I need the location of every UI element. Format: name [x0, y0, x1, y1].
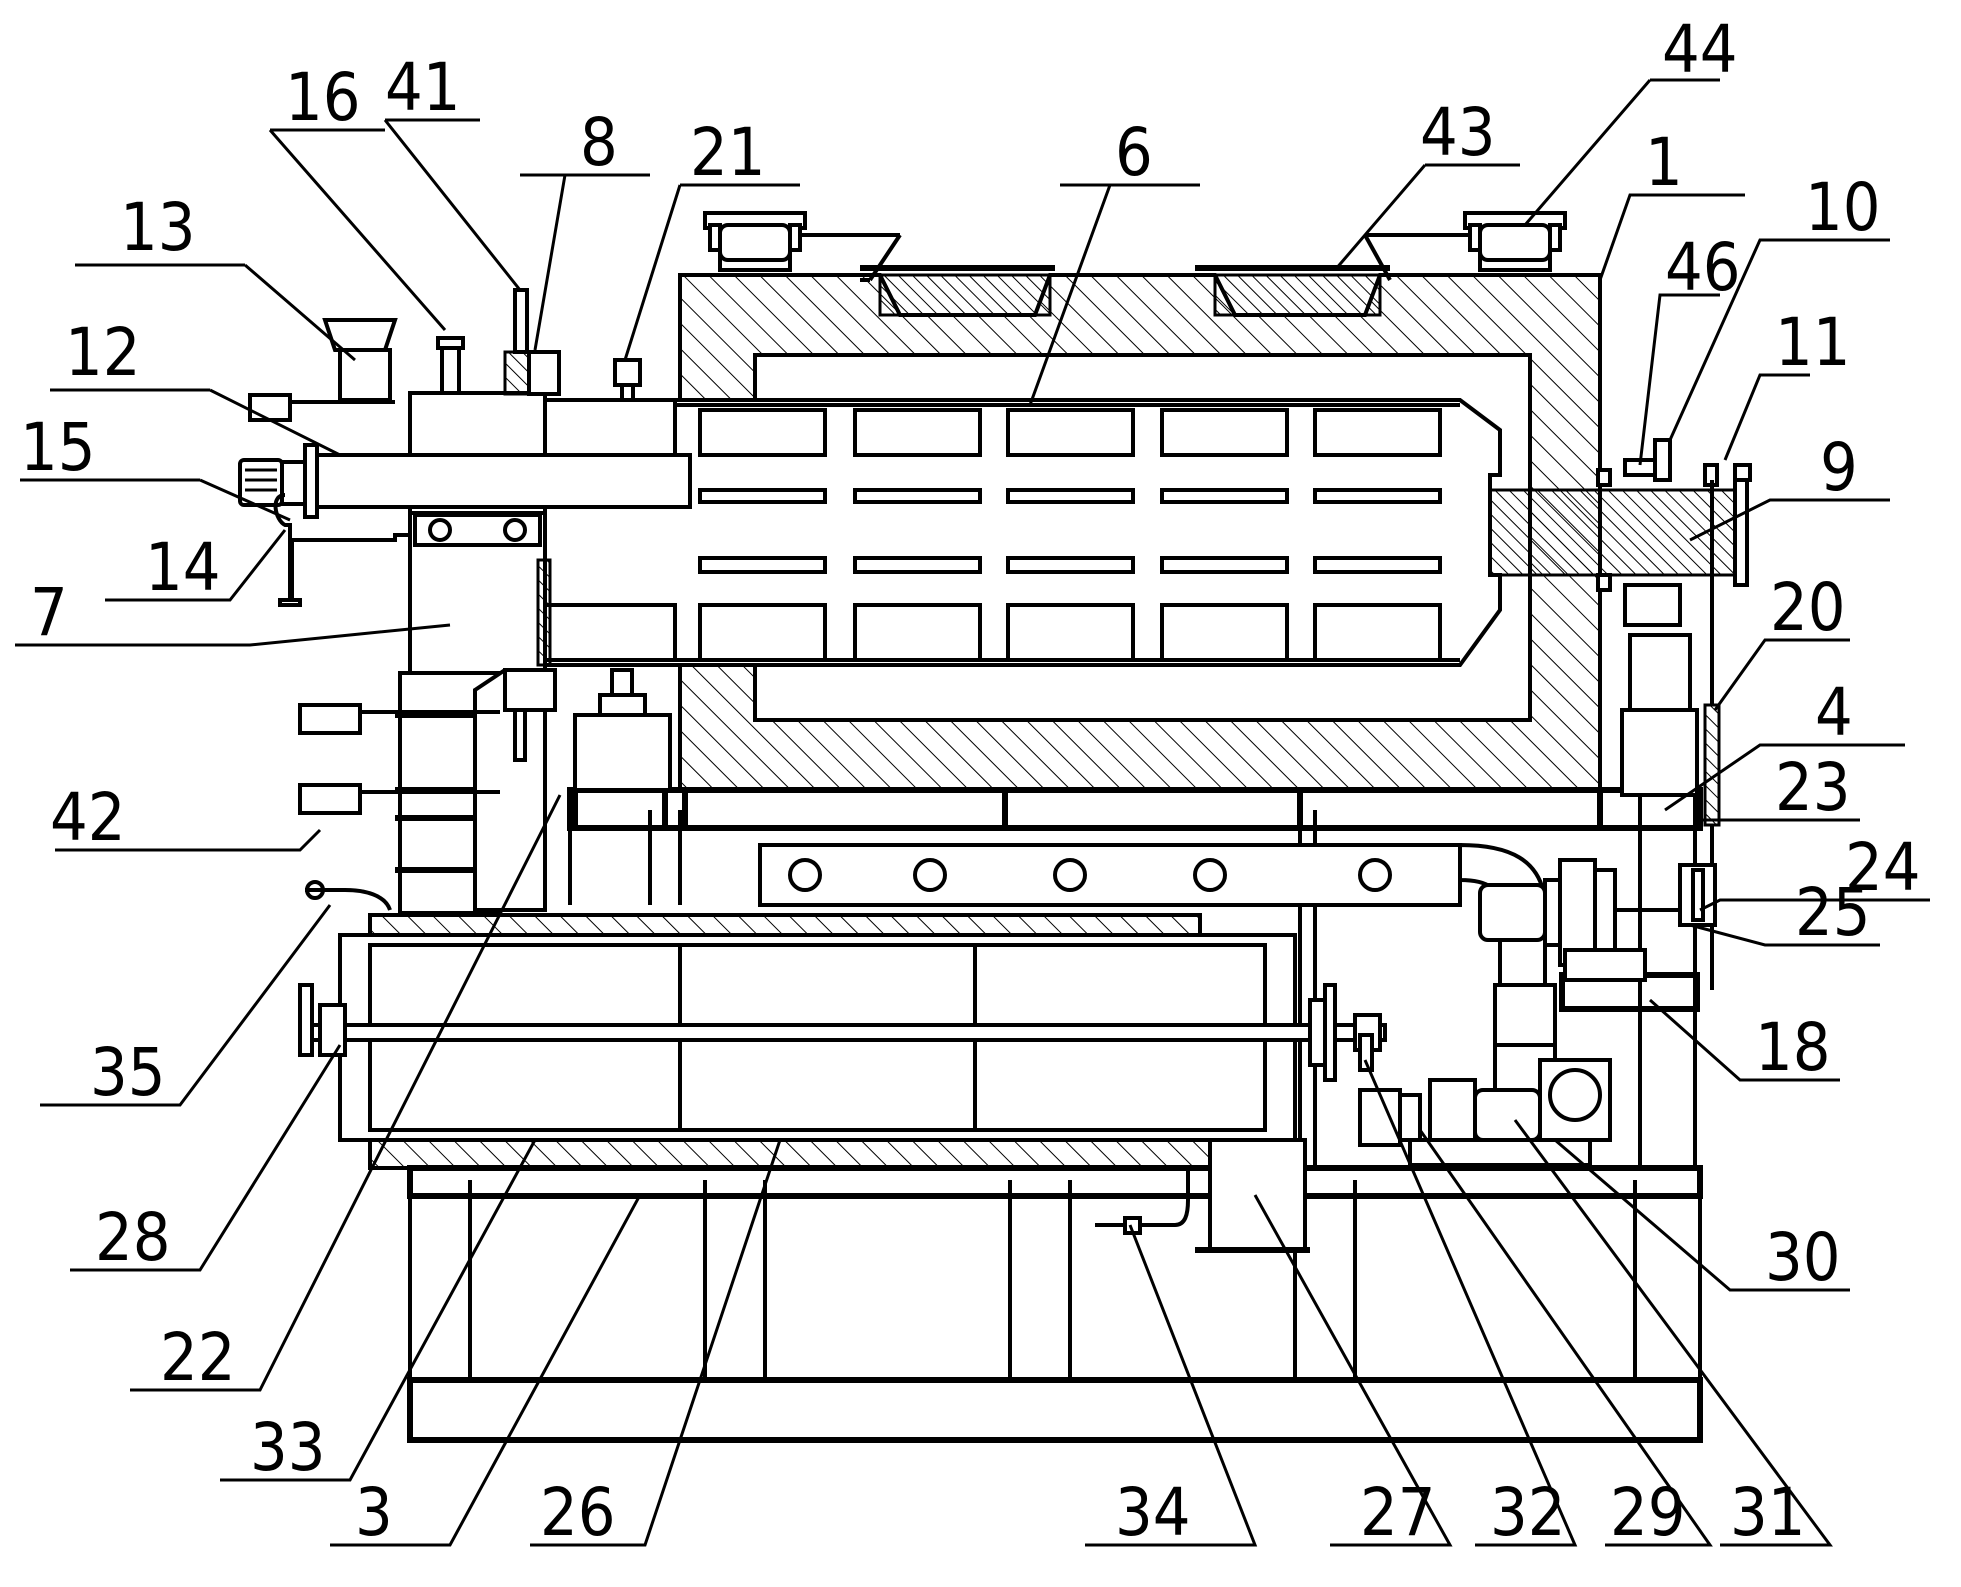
label-21: 21	[690, 114, 766, 191]
label-27: 27	[1360, 1474, 1436, 1551]
rotary-drum	[543, 398, 1502, 667]
label-46: 46	[1665, 229, 1741, 306]
label-9: 9	[1820, 429, 1858, 506]
label-1: 1	[1645, 124, 1683, 201]
label-14: 14	[145, 529, 221, 606]
label-41: 41	[385, 49, 461, 126]
label-26: 26	[540, 1474, 616, 1551]
part-labels: 44 41 16 8 21 43 6 13 1 10 46 12 11 15 9…	[20, 11, 1921, 1551]
label-31: 31	[1730, 1474, 1806, 1551]
label-3: 3	[355, 1474, 393, 1551]
label-30: 30	[1765, 1219, 1841, 1296]
label-13: 13	[120, 189, 196, 266]
lower-drive	[1358, 1033, 1612, 1167]
top-actuator-right	[1363, 211, 1567, 281]
label-18: 18	[1755, 1009, 1831, 1086]
label-28: 28	[95, 1199, 171, 1276]
label-33: 33	[250, 1409, 326, 1486]
label-6: 6	[1115, 114, 1153, 191]
label-24: 24	[1845, 829, 1921, 906]
right-mechanism	[1620, 438, 1752, 990]
label-25: 25	[1795, 874, 1871, 951]
label-15: 15	[20, 409, 96, 486]
label-35: 35	[90, 1034, 166, 1111]
label-7: 7	[30, 574, 68, 651]
label-42: 42	[50, 779, 126, 856]
label-20: 20	[1770, 569, 1846, 646]
label-12: 12	[65, 314, 141, 391]
label-11: 11	[1775, 304, 1851, 381]
label-8: 8	[580, 104, 618, 181]
label-10: 10	[1805, 169, 1881, 246]
label-32: 32	[1490, 1474, 1566, 1551]
label-44: 44	[1662, 11, 1738, 88]
top-actuator-left	[703, 211, 902, 282]
fan-motor-group	[1478, 858, 1680, 982]
label-4: 4	[1815, 674, 1853, 751]
left-feeder	[238, 288, 692, 915]
leader-lines	[15, 78, 1930, 1547]
label-23: 23	[1775, 749, 1851, 826]
label-22: 22	[160, 1319, 236, 1396]
label-34: 34	[1115, 1474, 1191, 1551]
lower-chamber	[298, 880, 1387, 1253]
label-16: 16	[285, 59, 361, 136]
label-43: 43	[1420, 94, 1496, 171]
label-29: 29	[1610, 1474, 1686, 1551]
